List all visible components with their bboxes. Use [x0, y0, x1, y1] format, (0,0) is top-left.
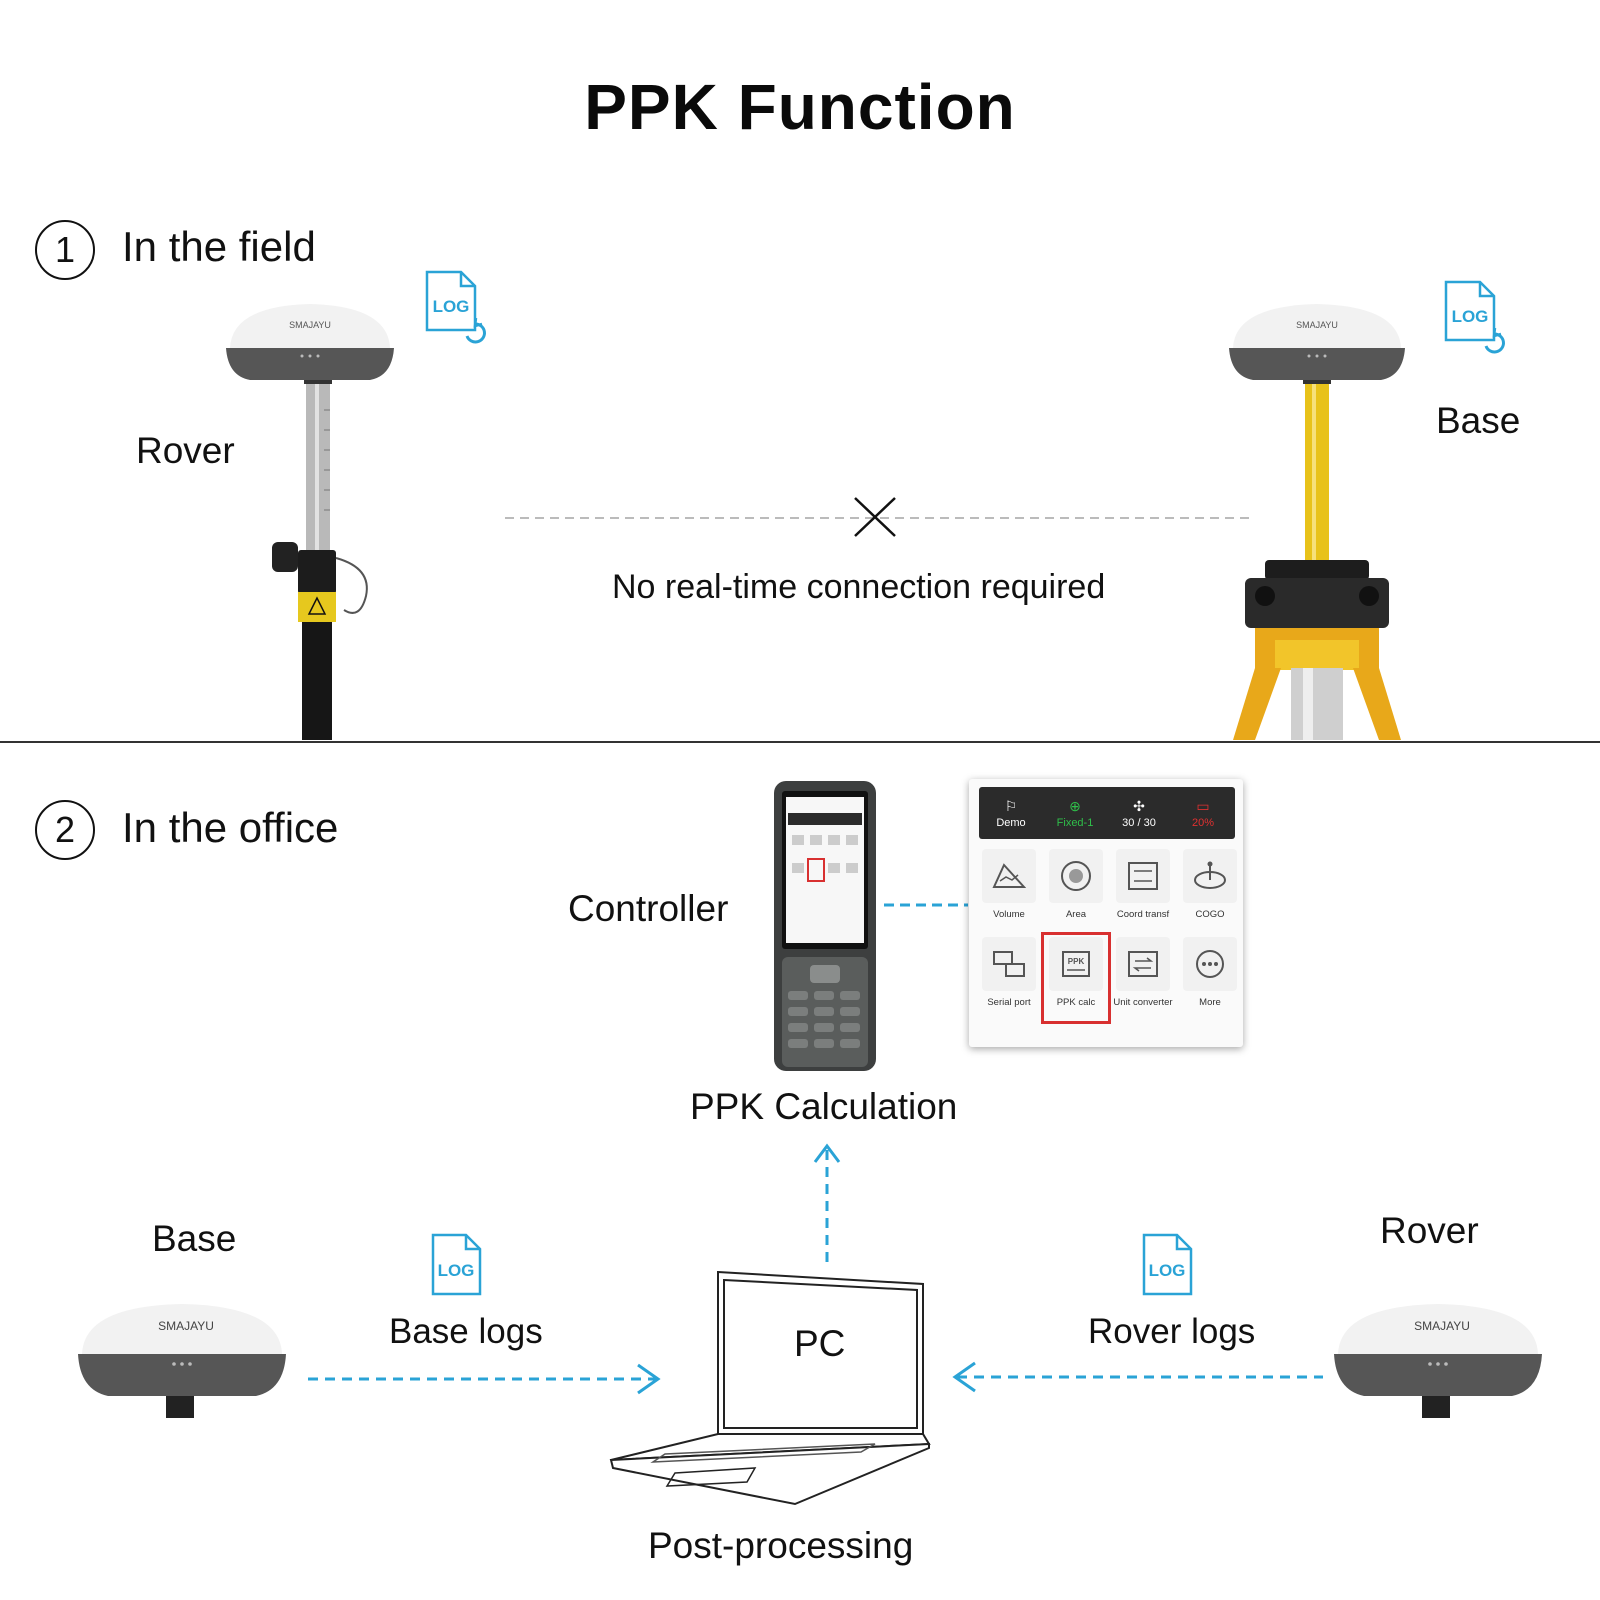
- base-to-pc-arrow: [308, 1363, 661, 1395]
- rover-logs-file-icon: LOG: [1142, 1233, 1193, 1296]
- tile-area[interactable]: Area: [1046, 849, 1106, 931]
- rover-logs-label: Rover logs: [1088, 1312, 1256, 1351]
- unit-converter-icon: [1128, 951, 1158, 977]
- ppk-calc-icon: PPK: [1062, 951, 1090, 977]
- controller-label: Controller: [568, 888, 729, 929]
- tile-ppk-calc[interactable]: PPK PPK calc: [1041, 932, 1111, 1024]
- volume-icon: [992, 863, 1026, 888]
- svg-text:SMAJAYU: SMAJAYU: [1296, 320, 1338, 330]
- pc-label: PC: [794, 1323, 846, 1364]
- status-fix-label: Fixed-1: [1056, 816, 1094, 829]
- svg-text:LOG: LOG: [433, 297, 470, 316]
- tile-coord-transf-label: Coord transf: [1116, 909, 1170, 920]
- no-connection-line: [505, 497, 1255, 537]
- target-icon: ⊕: [1069, 797, 1081, 814]
- tile-ppk-calc-label: PPK calc: [1056, 997, 1096, 1008]
- svg-text:LOG: LOG: [1452, 307, 1489, 326]
- tile-volume[interactable]: Volume: [979, 849, 1039, 931]
- svg-text:PPK: PPK: [1068, 957, 1085, 966]
- tile-coord-transf[interactable]: Coord transf: [1113, 849, 1173, 931]
- step-1-heading: In the field: [122, 223, 316, 270]
- status-demo[interactable]: ⚐ Demo: [979, 787, 1043, 839]
- more-icon: [1196, 950, 1224, 978]
- office-rover-label: Rover: [1380, 1210, 1479, 1251]
- step-2-badge: 2: [35, 800, 95, 860]
- satellite-icon: ✣: [1133, 797, 1145, 814]
- status-battery-label: 20%: [1191, 816, 1215, 829]
- controller-to-app-connector: [884, 903, 968, 907]
- cogo-icon: [1194, 861, 1226, 889]
- ppk-calculation-label: PPK Calculation: [690, 1086, 958, 1127]
- coord-transform-icon: [1128, 862, 1158, 890]
- status-battery[interactable]: ▭ 20%: [1171, 787, 1235, 839]
- handheld-controller-device: [774, 781, 876, 1071]
- section-divider: [0, 741, 1600, 743]
- status-demo-label: Demo: [996, 816, 1026, 829]
- laptop-pc-icon: [609, 1270, 931, 1506]
- serial-port-icon: [993, 951, 1025, 977]
- tile-more-label: More: [1199, 997, 1221, 1008]
- step-1-badge: 1: [35, 220, 95, 280]
- svg-text:SMAJAYU: SMAJAYU: [289, 320, 331, 330]
- tile-area-label: Area: [1065, 909, 1087, 920]
- page-title: PPK Function: [584, 71, 1016, 143]
- field-base-label: Base: [1436, 400, 1521, 441]
- tile-cogo[interactable]: COGO: [1180, 849, 1240, 931]
- rover-log-file-icon: LOG: [425, 270, 486, 344]
- base-log-file-icon: LOG: [1444, 280, 1505, 354]
- step-2-number: 2: [54, 809, 76, 850]
- base-receiver-on-tripod: SMAJAYU: [1229, 304, 1405, 740]
- step-2-heading: In the office: [122, 804, 339, 851]
- field-rover-label: Rover: [136, 430, 235, 471]
- base-logs-label: Base logs: [389, 1312, 543, 1351]
- svg-text:SMAJAYU: SMAJAYU: [1414, 1319, 1470, 1333]
- step-1-number: 1: [54, 229, 76, 270]
- app-screenshot-panel: ⚐ Demo ⊕ Fixed-1 ✣ 30 / 30 ▭ 20% Volume …: [969, 779, 1243, 1047]
- tile-volume-label: Volume: [993, 909, 1025, 920]
- battery-icon: ▭: [1196, 797, 1210, 814]
- connection-note: No real-time connection required: [612, 568, 1106, 606]
- svg-text:SMAJAYU: SMAJAYU: [158, 1319, 214, 1333]
- post-processing-label: Post-processing: [648, 1525, 914, 1566]
- tile-serial-port-label: Serial port: [987, 997, 1031, 1008]
- status-satellites-label: 30 / 30: [1122, 816, 1156, 829]
- office-base-receiver: SMAJAYU: [78, 1304, 286, 1418]
- project-icon: ⚐: [1004, 797, 1018, 814]
- svg-text:LOG: LOG: [438, 1261, 475, 1280]
- office-base-label: Base: [152, 1218, 237, 1259]
- pc-to-calc-arrow: [813, 1143, 841, 1268]
- tile-cogo-label: COGO: [1195, 909, 1225, 920]
- tile-unit-converter-label: Unit converter: [1113, 997, 1173, 1008]
- rover-to-pc-arrow: [952, 1361, 1323, 1393]
- status-fix[interactable]: ⊕ Fixed-1: [1043, 787, 1107, 839]
- base-logs-file-icon: LOG: [431, 1233, 482, 1296]
- office-rover-receiver: SMAJAYU: [1334, 1304, 1542, 1418]
- svg-text:LOG: LOG: [1149, 1261, 1186, 1280]
- rover-receiver-on-pole: SMAJAYU: [226, 304, 394, 740]
- tile-unit-converter[interactable]: Unit converter: [1113, 937, 1173, 1019]
- tile-more[interactable]: More: [1180, 937, 1240, 1019]
- area-icon: [1061, 861, 1091, 891]
- app-status-bar: ⚐ Demo ⊕ Fixed-1 ✣ 30 / 30 ▭ 20%: [979, 787, 1235, 839]
- tile-serial-port[interactable]: Serial port: [979, 937, 1039, 1019]
- status-satellites[interactable]: ✣ 30 / 30: [1107, 787, 1171, 839]
